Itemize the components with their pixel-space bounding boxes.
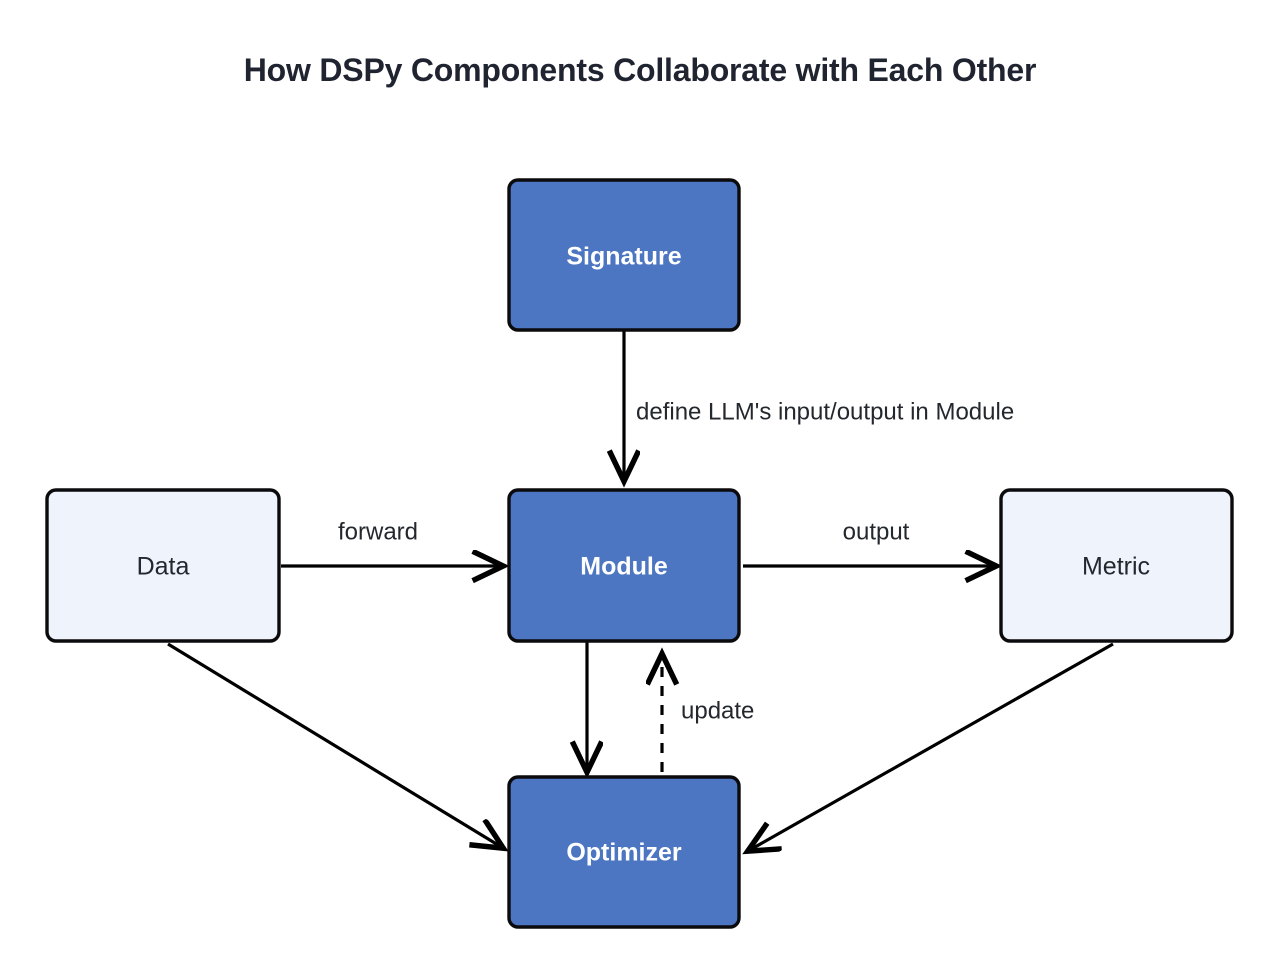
node-optimizer-label: Optimizer	[566, 839, 682, 867]
node-metric-box[interactable]	[999, 488, 1234, 643]
node-optimizer-box[interactable]	[507, 775, 741, 929]
node-module-box[interactable]	[507, 488, 741, 643]
node-signature-label: Signature	[566, 243, 681, 271]
node-optimizer[interactable]: Optimizer	[507, 775, 741, 929]
node-module-label: Module	[580, 553, 668, 581]
node-data-box[interactable]	[45, 488, 281, 643]
node-metric-label: Metric	[1082, 553, 1150, 581]
edge-metric-optimizer-line	[748, 642, 1114, 851]
edge-data-optimizer	[167, 642, 503, 848]
edge-label-forward: forward	[338, 518, 418, 545]
node-data[interactable]: Data	[45, 488, 281, 643]
edge-label-output: output	[843, 518, 910, 545]
edge-metric-optimizer	[748, 642, 1114, 851]
node-signature-box[interactable]	[507, 178, 741, 332]
edge-label-update: update	[681, 697, 754, 724]
node-metric[interactable]: Metric	[999, 488, 1234, 643]
edge-data-optimizer-line	[167, 642, 503, 848]
edge-data-module: forward	[281, 518, 503, 566]
page-title: How DSPy Components Collaborate with Eac…	[243, 52, 1037, 88]
edge-signature-module: define LLM's input/output in Module	[624, 331, 1014, 481]
node-signature[interactable]: Signature	[507, 178, 741, 332]
edge-optimizer-module: update	[662, 654, 754, 772]
node-data-label: Data	[137, 553, 190, 581]
node-module[interactable]: Module	[507, 488, 741, 643]
edge-label-define: define LLM's input/output in Module	[636, 398, 1014, 425]
edge-module-metric: output	[743, 518, 996, 566]
